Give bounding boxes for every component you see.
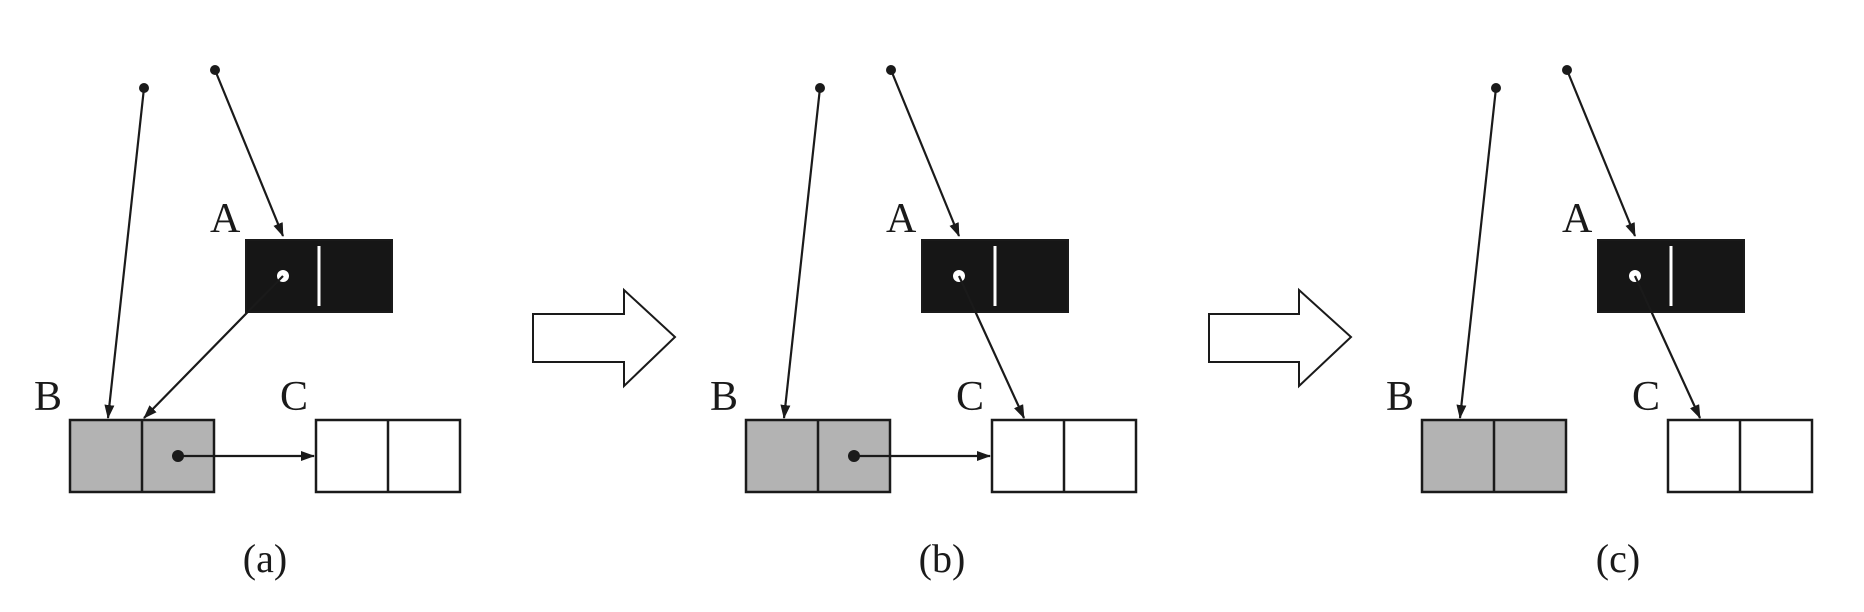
root-arrow-b (104, 87, 146, 419)
node-b (1420, 418, 1568, 494)
panel-a: A B C (a) (34, 65, 462, 581)
root-pointer-b (1456, 83, 1501, 419)
node-c-label: C (1632, 374, 1660, 420)
root-pointer-a (886, 65, 961, 237)
transition-arrow-2 (1208, 287, 1353, 389)
root-pointer-a (1562, 65, 1637, 237)
root-arrow-a (213, 69, 285, 237)
node-c-label: C (956, 374, 984, 420)
edge-a-to-c (957, 275, 1026, 419)
root-pointer-b (780, 83, 825, 419)
edge-a-to-b (143, 275, 284, 419)
root-pointer-a (210, 65, 285, 237)
root-arrow-b (1456, 87, 1498, 419)
node-c-label: C (280, 374, 308, 420)
node-a (245, 239, 393, 313)
root-arrow-a (1565, 69, 1637, 237)
node-b-label: B (1386, 374, 1414, 420)
panel-c: A B C (c) (1386, 65, 1814, 581)
node-a-label: A (210, 196, 241, 242)
node-b-label: B (710, 374, 738, 420)
panel-a-caption: (a) (243, 536, 287, 581)
node-c (314, 418, 462, 494)
transition-arrow-1 (532, 287, 677, 389)
node-a-label: A (886, 196, 917, 242)
node-c (1666, 418, 1814, 494)
panel-c-caption: (c) (1596, 536, 1640, 581)
root-pointer-b (104, 83, 149, 419)
node-a (921, 239, 1069, 313)
root-arrow-a (889, 69, 961, 237)
node-c (990, 418, 1138, 494)
node-a (1597, 239, 1745, 313)
root-arrow-b (780, 87, 822, 419)
panel-b-caption: (b) (919, 536, 966, 581)
node-a-label: A (1562, 196, 1593, 242)
node-b-label: B (34, 374, 62, 420)
edge-a-to-c (1633, 275, 1702, 419)
panel-b: A B C (b) (710, 65, 1138, 581)
